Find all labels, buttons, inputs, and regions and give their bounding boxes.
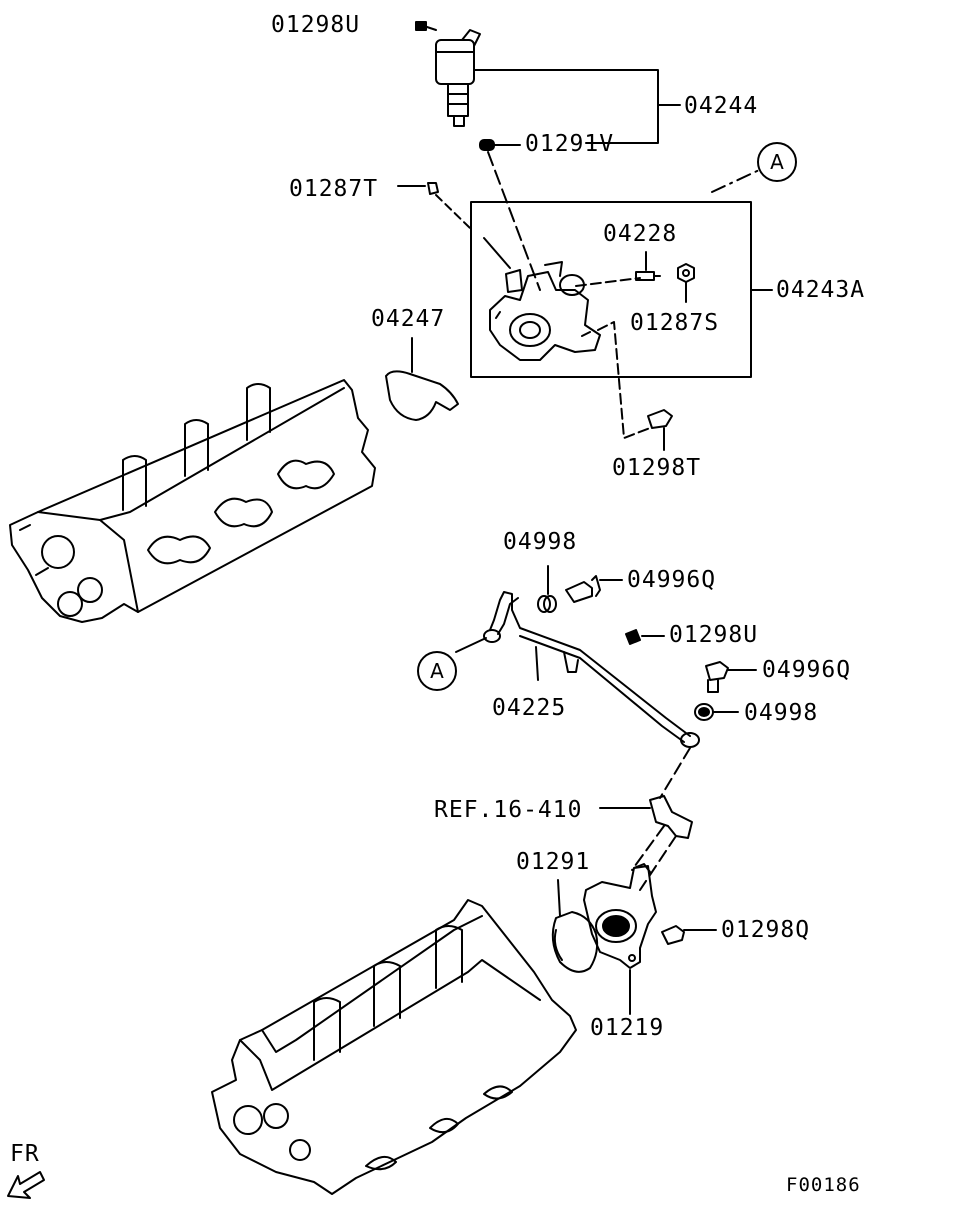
- callout-a-top: A: [757, 142, 797, 182]
- label-04247: 04247: [371, 306, 446, 332]
- label-01298t: 01298T: [612, 455, 702, 481]
- figure-id: F00186: [786, 1174, 861, 1196]
- nut-01287s: [678, 264, 694, 302]
- label-01291: 01291: [516, 849, 591, 875]
- washer-04998-mid: [695, 704, 738, 720]
- bolt-01298t: [648, 410, 672, 450]
- label-01298q: 01298Q: [721, 917, 811, 943]
- label-04244: 04244: [684, 93, 759, 119]
- label-ref-16-410: REF.16-410: [434, 797, 583, 823]
- label-01291v: 01291V: [525, 131, 615, 157]
- bolt-01298q: [662, 926, 716, 944]
- label-01298u-mid: 01298U: [669, 622, 759, 648]
- label-04243a: 04243A: [776, 277, 866, 303]
- cylinder-head-upper: [10, 380, 375, 622]
- banjo-bolt-04996q-top: [566, 576, 622, 602]
- bolt-04228: [636, 252, 660, 280]
- washer-04998-top: [538, 566, 556, 612]
- label-04998-mid: 04998: [744, 700, 819, 726]
- oring-01291v: [480, 140, 494, 150]
- gasket-04247: [386, 338, 458, 420]
- leader-04244: [474, 70, 680, 143]
- solenoid-housing: [490, 262, 600, 360]
- bolt-01298u-mid: [626, 630, 664, 644]
- callout-a-mid: A: [417, 651, 457, 691]
- label-fr: FR: [10, 1141, 40, 1167]
- banjo-bolt-04996q-mid: [706, 662, 756, 692]
- label-04996q-mid: 04996Q: [762, 657, 852, 683]
- label-04225: 04225: [492, 695, 567, 721]
- bolt-01298u-top: [416, 22, 436, 30]
- oil-control-valve: [436, 30, 480, 126]
- front-direction-arrow: [8, 1172, 44, 1198]
- oil-pipe-04225: [484, 592, 699, 747]
- label-01287s: 01287S: [630, 310, 720, 336]
- label-04996q-top: 04996Q: [627, 567, 717, 593]
- label-04228: 04228: [603, 221, 678, 247]
- sensor-ref-16-410: [600, 796, 692, 838]
- label-04998-top: 04998: [503, 529, 578, 555]
- plug-01287t: [398, 183, 438, 194]
- label-01219: 01219: [590, 1015, 665, 1041]
- valve-housing-01219: [584, 864, 656, 1014]
- cylinder-head-lower: [212, 900, 576, 1194]
- label-01287t: 01287T: [289, 176, 379, 202]
- label-01298u-top: 01298U: [271, 12, 361, 38]
